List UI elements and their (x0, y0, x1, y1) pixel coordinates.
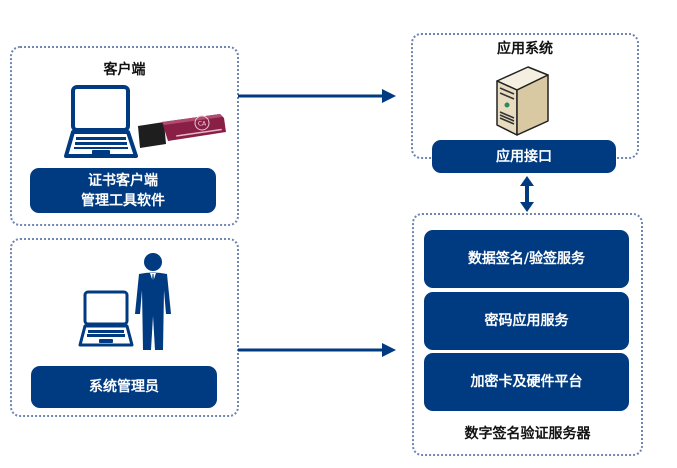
cert-client-tool-button[interactable]: 证书客户端 管理工具软件 (30, 168, 216, 213)
crypto-app-service-layer[interactable]: 密码应用服务 (424, 292, 629, 350)
signature-server-title: 数字签名验证服务器 (464, 426, 591, 442)
laptop-icon (64, 85, 138, 158)
sign-verify-service-layer[interactable]: 数据签名/验签服务 (424, 230, 629, 288)
app-interface-label: 应用接口 (496, 148, 552, 165)
crypto-card-hardware-layer[interactable]: 加密卡及硬件平台 (424, 353, 629, 411)
system-admin-label: 系统管理员 (89, 379, 159, 395)
signature-server-group (412, 213, 643, 456)
crypto-card-hardware-label: 加密卡及硬件平台 (470, 374, 583, 390)
cert-client-tool-line2: 管理工具软件 (81, 192, 165, 209)
client-group-title: 客户端 (103, 62, 146, 78)
system-admin-button[interactable]: 系统管理员 (31, 366, 217, 408)
bidirectional-arrow-icon (520, 176, 534, 212)
usb-key-icon: CA (138, 114, 226, 148)
admin-group (10, 238, 239, 417)
admin-to-server-arrow-icon (238, 343, 396, 357)
app-system-title: 应用系统 (497, 41, 553, 57)
person-icon (135, 253, 171, 350)
client-group (10, 46, 239, 226)
laptop-icon (78, 290, 134, 347)
usb-key-label: CA (198, 121, 207, 128)
sign-verify-service-label: 数据签名/验签服务 (467, 251, 586, 267)
cert-client-tool-line1: 证书客户端 (88, 172, 158, 189)
server-icon (496, 66, 549, 136)
crypto-app-service-label: 密码应用服务 (484, 313, 569, 329)
app-interface-button[interactable]: 应用接口 (432, 140, 616, 173)
client-to-app-arrow-icon (238, 89, 396, 103)
